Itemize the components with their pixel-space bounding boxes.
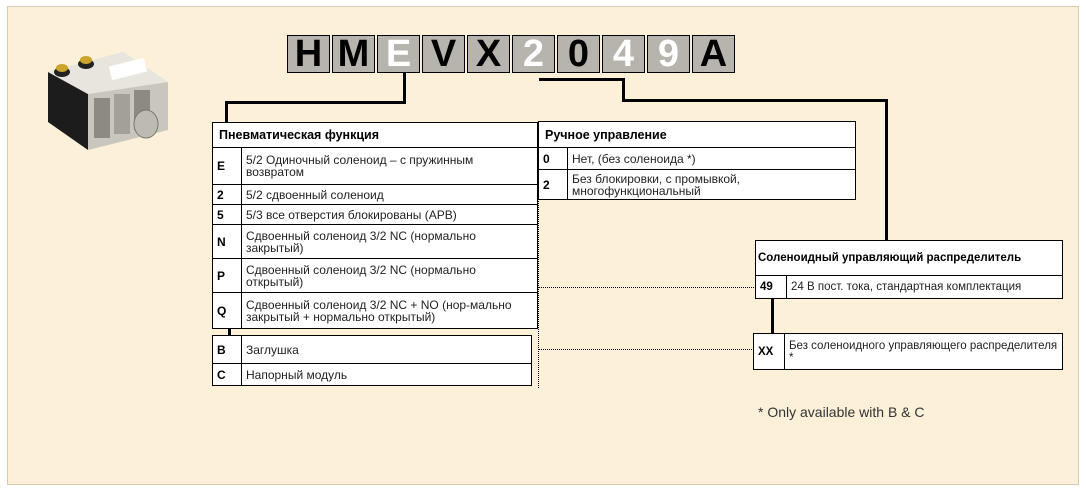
code-char: 2 bbox=[512, 35, 555, 73]
connector-line bbox=[228, 326, 231, 336]
row-value: Без соленоидного управляющего распредели… bbox=[784, 333, 1063, 370]
dotted-link bbox=[538, 349, 754, 350]
row-value: 5/3 все отверстия блокированы (APB) bbox=[241, 204, 538, 225]
row-value: Сдвоенный соленоид 3/2 NC (нормально зак… bbox=[241, 224, 538, 259]
connector-line bbox=[225, 101, 228, 123]
connector-line bbox=[403, 73, 406, 103]
connector-line bbox=[885, 99, 888, 241]
code-char: E bbox=[377, 35, 420, 73]
connector-line bbox=[771, 298, 774, 334]
connector-line bbox=[622, 78, 625, 102]
dotted-link bbox=[538, 148, 539, 388]
row-value: Заглушка bbox=[241, 335, 532, 364]
code-char: A bbox=[692, 35, 735, 73]
code-char: M bbox=[332, 35, 375, 73]
code-char: 4 bbox=[602, 35, 645, 73]
table-title: Соленоидный управляющий распределитель bbox=[755, 240, 1063, 276]
row-key: N bbox=[212, 224, 242, 259]
code-char: 9 bbox=[647, 35, 690, 73]
table-title: Пневматическая функция bbox=[212, 122, 538, 148]
code-char: V bbox=[422, 35, 465, 73]
row-value: Сдвоенный соленоид 3/2 NC (нормально отк… bbox=[241, 258, 538, 293]
footnote: * Only available with B & C bbox=[758, 404, 925, 420]
connector-line bbox=[539, 78, 625, 81]
connector-line bbox=[622, 99, 888, 102]
row-key: 5 bbox=[212, 204, 242, 225]
code-char: 0 bbox=[557, 35, 600, 73]
row-key: 49 bbox=[755, 275, 787, 299]
row-key: E bbox=[212, 147, 242, 185]
dotted-link bbox=[538, 287, 756, 288]
row-key: Q bbox=[212, 292, 242, 329]
row-key: C bbox=[212, 363, 242, 386]
code-char: H bbox=[287, 35, 330, 73]
row-value: 24 В пост. тока, стандартная комплектаци… bbox=[786, 275, 1063, 299]
row-key: 0 bbox=[538, 147, 568, 170]
row-value: Нет, (без соленоида *) bbox=[567, 147, 856, 170]
row-value: Напорный модуль bbox=[241, 363, 532, 386]
valve-product-image bbox=[48, 52, 168, 150]
table-title: Ручное управление bbox=[538, 121, 856, 148]
solenoid-pilot-table: Соленоидный управляющий распределитель 4… bbox=[755, 240, 1063, 299]
row-key: 2 bbox=[212, 184, 242, 205]
row-key: 2 bbox=[538, 169, 568, 200]
connector-line bbox=[225, 101, 406, 104]
row-value: 5/2 Одиночный соленоид – с пружинным воз… bbox=[241, 147, 538, 185]
row-value: Без блокировки, с промывкой, многофункци… bbox=[567, 169, 856, 200]
row-value: Сдвоенный соленоид 3/2 NC + NO (нор-маль… bbox=[241, 292, 538, 329]
row-key: B bbox=[212, 335, 242, 364]
code-char: X bbox=[467, 35, 510, 73]
row-key: P bbox=[212, 258, 242, 293]
row-value: 5/2 сдвоенный соленоид bbox=[241, 184, 538, 205]
row-key: XX bbox=[753, 333, 785, 370]
